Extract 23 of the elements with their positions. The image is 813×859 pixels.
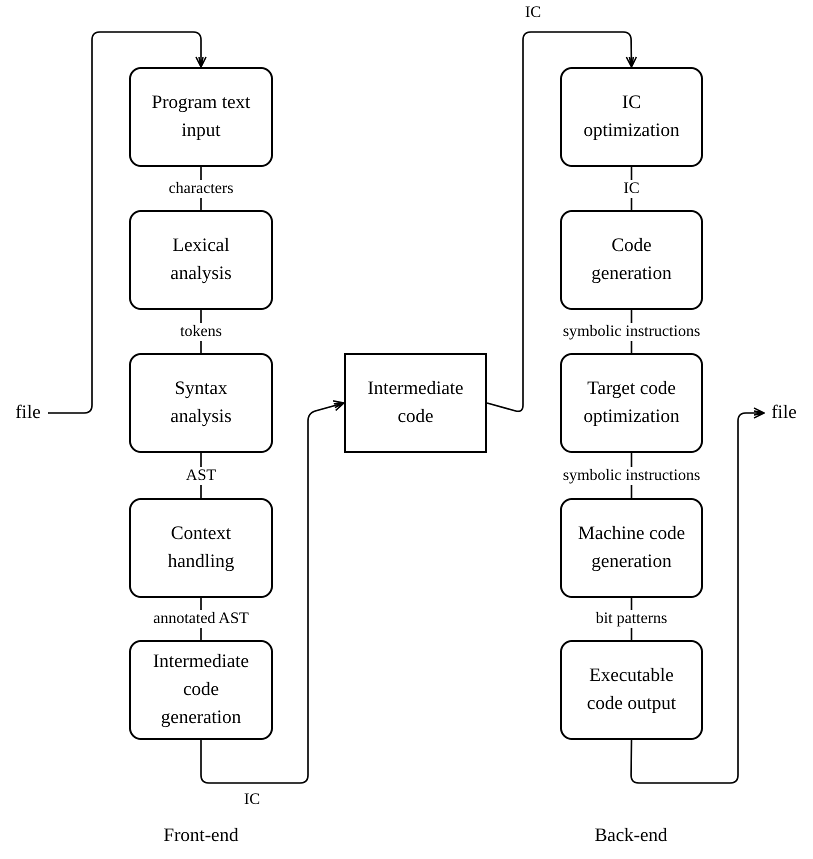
file-label: file bbox=[8, 401, 48, 425]
process-box: Executable code output bbox=[560, 640, 703, 740]
section-label: Front-end bbox=[164, 824, 238, 848]
process-box: Machine code generation bbox=[560, 498, 703, 598]
edge-label: bit patterns bbox=[594, 610, 670, 628]
edge-label: annotated AST bbox=[151, 610, 251, 628]
edge-label: characters bbox=[166, 180, 236, 198]
process-box: Lexical analysis bbox=[129, 210, 273, 310]
process-box: Program text input bbox=[129, 67, 273, 167]
edge-label: symbolic instructions bbox=[560, 322, 702, 340]
process-box: Code generation bbox=[560, 210, 703, 310]
process-box: Context handling bbox=[129, 498, 273, 598]
section-label: Back-end bbox=[594, 824, 668, 848]
edge-label: AST bbox=[184, 466, 218, 484]
edge-label: tokens bbox=[178, 322, 224, 340]
process-box: Intermediate code bbox=[344, 353, 487, 453]
process-box: Syntax analysis bbox=[129, 353, 273, 453]
process-box: Target code optimization bbox=[560, 353, 703, 453]
file-label: file bbox=[764, 401, 804, 425]
edge-label: symbolic instructions bbox=[560, 466, 702, 484]
process-box: IC optimization bbox=[560, 67, 703, 167]
edge-label: IC bbox=[622, 180, 642, 198]
process-box: Intermediate code generation bbox=[129, 640, 273, 740]
